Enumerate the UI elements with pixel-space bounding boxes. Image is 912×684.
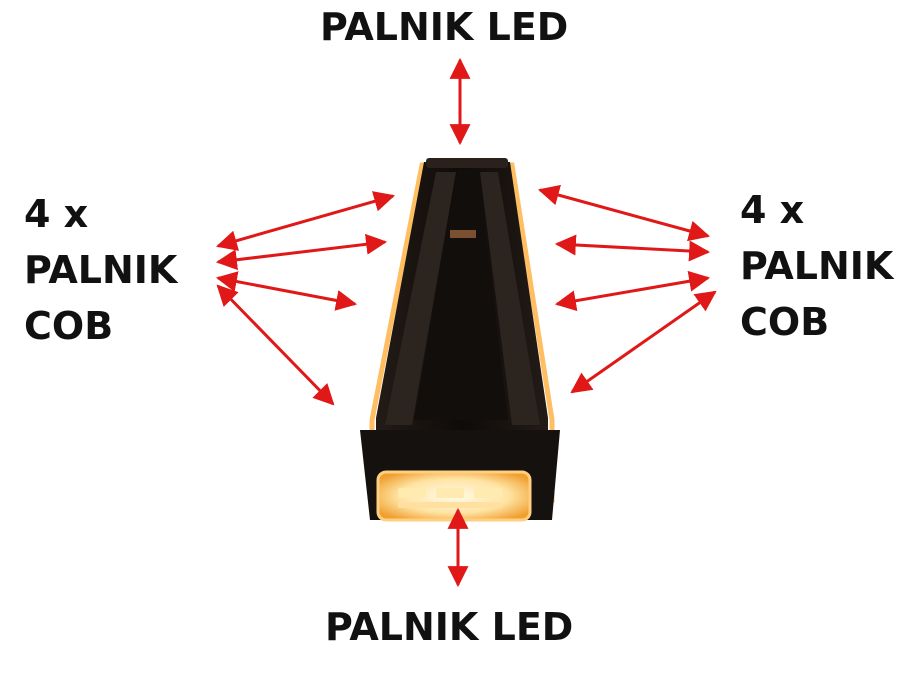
bottom-led-label: PALNIK LED — [325, 605, 574, 649]
right-arrow-3 — [554, 270, 711, 312]
arrows — [215, 57, 717, 588]
right-arrow-2 — [554, 234, 711, 262]
light-bar — [360, 158, 560, 522]
top-cap — [426, 158, 508, 168]
left-cob-count: 4 x — [24, 192, 89, 236]
left-arrow-2 — [215, 233, 388, 271]
top-led-label: PALNIK LED — [320, 5, 569, 49]
right-arrow-1 — [537, 184, 711, 242]
left-arrow-3 — [215, 271, 358, 311]
right-cob-name: PALNIK — [740, 244, 894, 288]
right-cob-count: 4 x — [740, 188, 805, 232]
led-chips — [398, 488, 502, 508]
right-arrow-4 — [570, 290, 717, 394]
left-cob-label: 4 x PALNIK COB — [24, 186, 177, 354]
right-cob-type: COB — [740, 300, 830, 344]
center-channel — [414, 170, 508, 420]
left-arrow-1 — [215, 191, 396, 251]
left-cob-type: COB — [24, 304, 114, 348]
left-panel — [385, 172, 456, 425]
left-arrow-4 — [216, 284, 335, 406]
right-cob-label: 4 x PALNIK COB — [740, 182, 893, 350]
right-panel — [480, 172, 540, 425]
left-cob-name: PALNIK — [24, 248, 178, 292]
center-bracket — [450, 230, 476, 238]
